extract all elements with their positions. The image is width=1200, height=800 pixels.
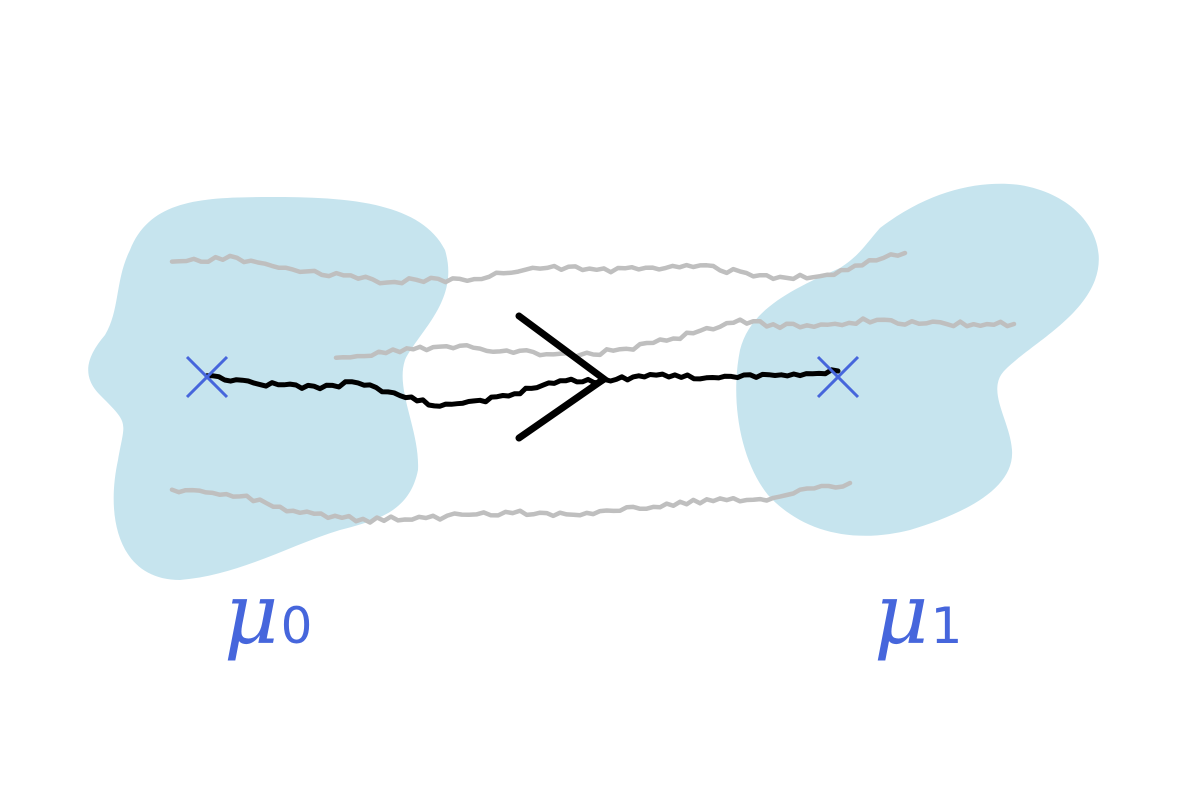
source-label-symbol: μ xyxy=(224,565,279,663)
background-sample-path xyxy=(333,316,1017,360)
x-mark-icon xyxy=(185,355,229,399)
arrowhead-right-icon xyxy=(515,312,611,442)
target-distribution-blob xyxy=(736,183,1099,536)
background-sample-path xyxy=(169,250,908,286)
background-sample-paths xyxy=(169,250,1017,525)
source-distribution-label: μ0 xyxy=(224,572,312,656)
target-label-subscript: 1 xyxy=(930,597,963,655)
highlighted-sample-path xyxy=(204,367,841,409)
background-sample-path xyxy=(169,480,853,525)
source-label-subscript: 0 xyxy=(280,597,313,655)
target-distribution-label: μ1 xyxy=(874,572,962,656)
target-label-symbol: μ xyxy=(874,565,929,663)
x-mark-icon xyxy=(816,355,860,399)
source-distribution-blob xyxy=(88,197,449,580)
